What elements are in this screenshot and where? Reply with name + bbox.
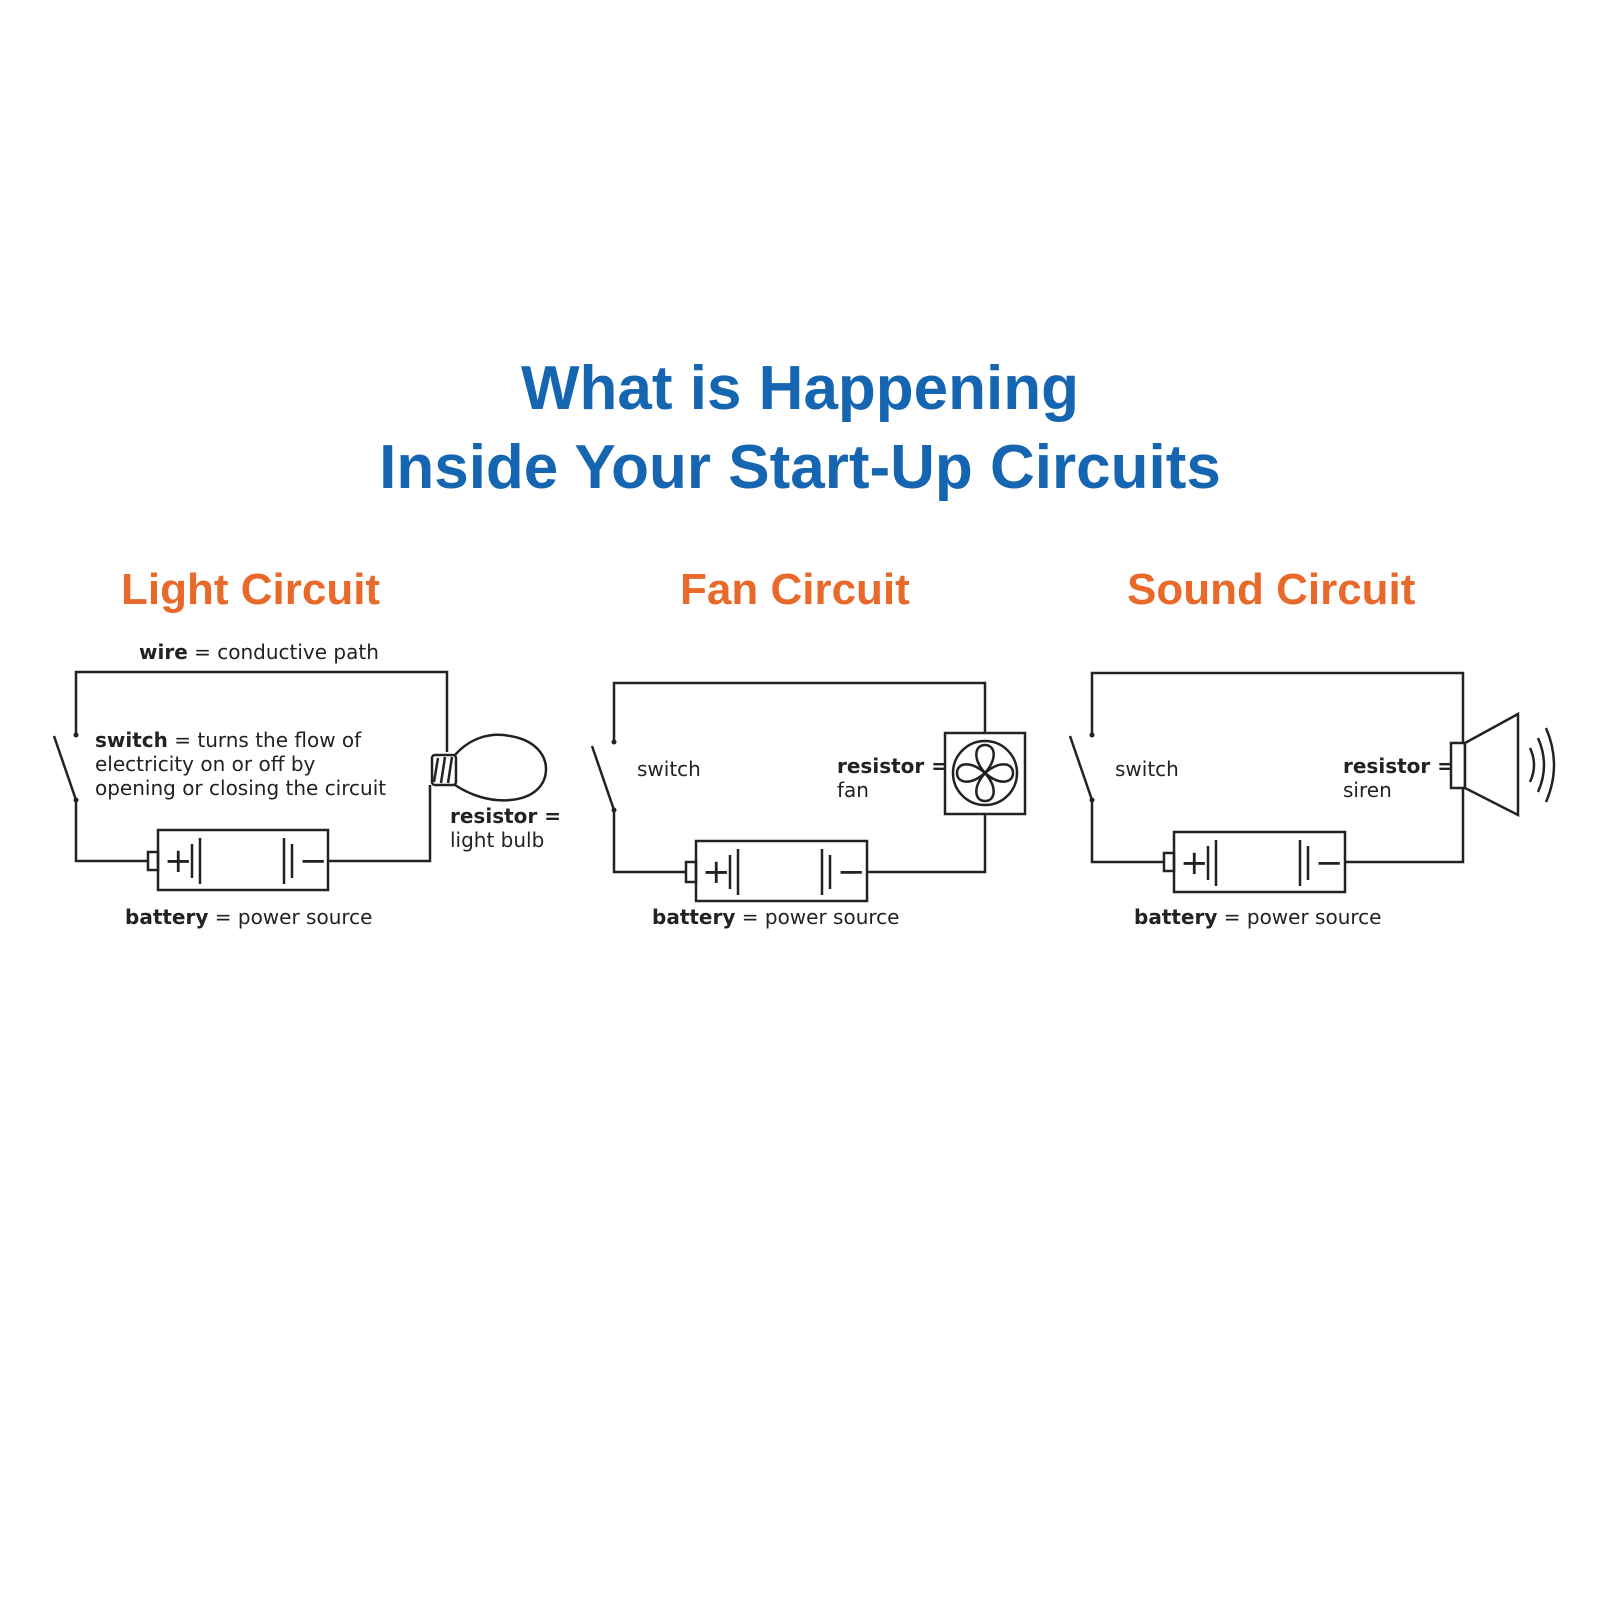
switch-term: switch (95, 728, 168, 752)
sound-circuit-heading: Sound Circuit (1127, 565, 1416, 614)
switch-definition: = turns the flow of (168, 728, 362, 752)
battery-minus: − (837, 852, 866, 892)
sound-wire-bottom-right (1345, 788, 1465, 864)
light-switch-label-line3: opening or closing the circuit (95, 776, 386, 800)
switch-icon (1068, 732, 1095, 803)
sound-circuit: + − switch resistor = siren battery = po… (1068, 671, 1556, 929)
sound-wire-top (1090, 671, 1465, 743)
light-wire-top (74, 670, 449, 752)
sound-switch-label: switch (1115, 757, 1179, 781)
fan-circuit: + − switch resistor = fan battery = powe… (590, 681, 1027, 929)
switch-icon (590, 739, 617, 813)
battery-term: battery (1134, 905, 1217, 929)
title-line-2: Inside Your Start-Up Circuits (379, 433, 1221, 502)
battery-icon: + − (146, 828, 330, 892)
sound-resistor-item: siren (1343, 778, 1392, 802)
fan-icon (943, 731, 1027, 816)
light-wire-bottom-right (328, 785, 432, 863)
switch-icon (52, 732, 79, 803)
battery-icon: + − (1162, 830, 1347, 894)
battery-term: battery (125, 905, 208, 929)
light-resistor-term: resistor = (450, 804, 561, 828)
battery-minus: − (1315, 843, 1344, 883)
wire-term: wire (139, 640, 188, 664)
light-wire-label: wire = conductive path (139, 640, 379, 664)
siren-icon (1449, 711, 1520, 818)
fan-wire-bottom-right (867, 814, 987, 874)
title-line-1: What is Happening (521, 354, 1079, 423)
light-switch-label-line2: electricity on or off by (95, 752, 316, 776)
battery-plus: + (702, 852, 731, 892)
fan-switch-label: switch (637, 757, 701, 781)
fan-wire-bottom-left (612, 810, 686, 874)
battery-definition: = power source (208, 905, 372, 929)
sound-wire-bottom-left (1090, 800, 1164, 864)
wire-definition: = conductive path (188, 640, 379, 664)
light-circuit-heading: Light Circuit (121, 565, 381, 614)
light-resistor-item: light bulb (450, 828, 544, 852)
fan-circuit-heading: Fan Circuit (680, 565, 910, 614)
battery-definition: = power source (735, 905, 899, 929)
battery-plus: + (1180, 843, 1209, 883)
fan-resistor-item: fan (837, 778, 869, 802)
battery-icon: + − (684, 839, 869, 903)
light-battery-label: battery = power source (125, 905, 372, 929)
fan-wire-top (612, 681, 987, 742)
battery-plus: + (164, 841, 193, 881)
light-wire-bottom-left (74, 800, 148, 863)
light-circuit: + − wire = conductive path switch = turn… (52, 640, 561, 929)
battery-definition: = power source (1217, 905, 1381, 929)
sound-waves-icon (1528, 727, 1556, 803)
fan-resistor-term: resistor = (837, 754, 948, 778)
light-switch-label: switch = turns the flow of (95, 728, 362, 752)
battery-minus: − (299, 841, 328, 881)
battery-term: battery (652, 905, 735, 929)
sound-battery-label: battery = power source (1134, 905, 1381, 929)
fan-battery-label: battery = power source (652, 905, 899, 929)
sound-resistor-term: resistor = (1343, 754, 1454, 778)
light-bulb-icon (430, 733, 548, 802)
